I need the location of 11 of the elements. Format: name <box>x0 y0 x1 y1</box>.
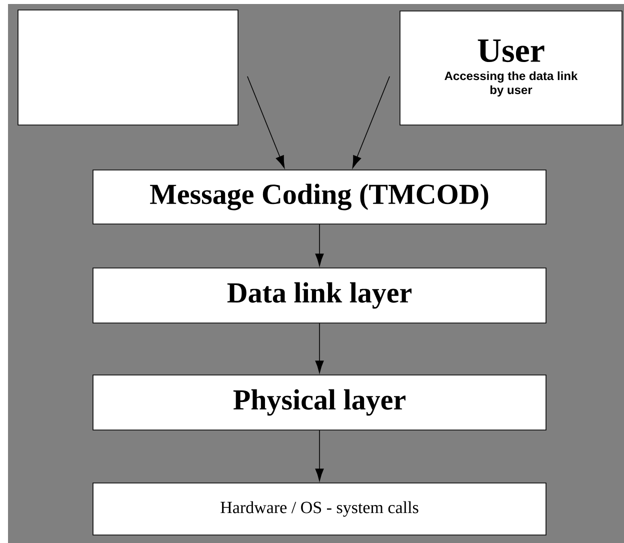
arrow <box>315 323 324 374</box>
arrow <box>315 430 324 482</box>
layer-box: Physical layer <box>92 374 546 430</box>
arrow <box>247 76 285 168</box>
component-box <box>18 10 238 126</box>
arrow <box>315 224 324 266</box>
layer-box: Message Coding (TMCOD) <box>92 170 546 224</box>
layer-box: Data link layer <box>92 268 546 324</box>
component-box: User Accessing the data link by user <box>400 10 622 126</box>
arrow <box>352 76 390 168</box>
layer-box: Hardware / OS - system calls <box>92 482 546 536</box>
